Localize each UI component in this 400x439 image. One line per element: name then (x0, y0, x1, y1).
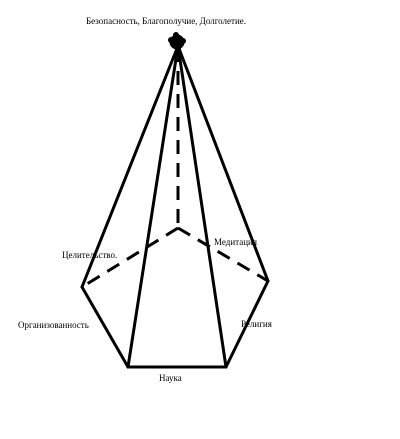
edge-religion (224, 279, 270, 369)
label-apex: Безопасность, Благополучие, Долголетие. (86, 16, 246, 26)
label-religion: Религия (241, 319, 272, 329)
label-meditation: Медитация (214, 237, 257, 247)
edge-organization (80, 285, 130, 369)
visible-edges (80, 44, 270, 369)
edge-center-healing (81, 226, 179, 289)
edge-apex-healing (80, 44, 180, 289)
edge-center-meditation (177, 226, 269, 283)
apex-marker (168, 32, 186, 52)
hidden-edges (81, 48, 269, 289)
edge-apex-science-left (126, 44, 180, 369)
edge-apex-meditation (176, 44, 270, 283)
label-healing: Целительство. (62, 250, 117, 260)
label-science: Наука (159, 373, 182, 383)
label-organization: Организованность (18, 320, 89, 330)
edge-apex-science-right (176, 44, 228, 369)
